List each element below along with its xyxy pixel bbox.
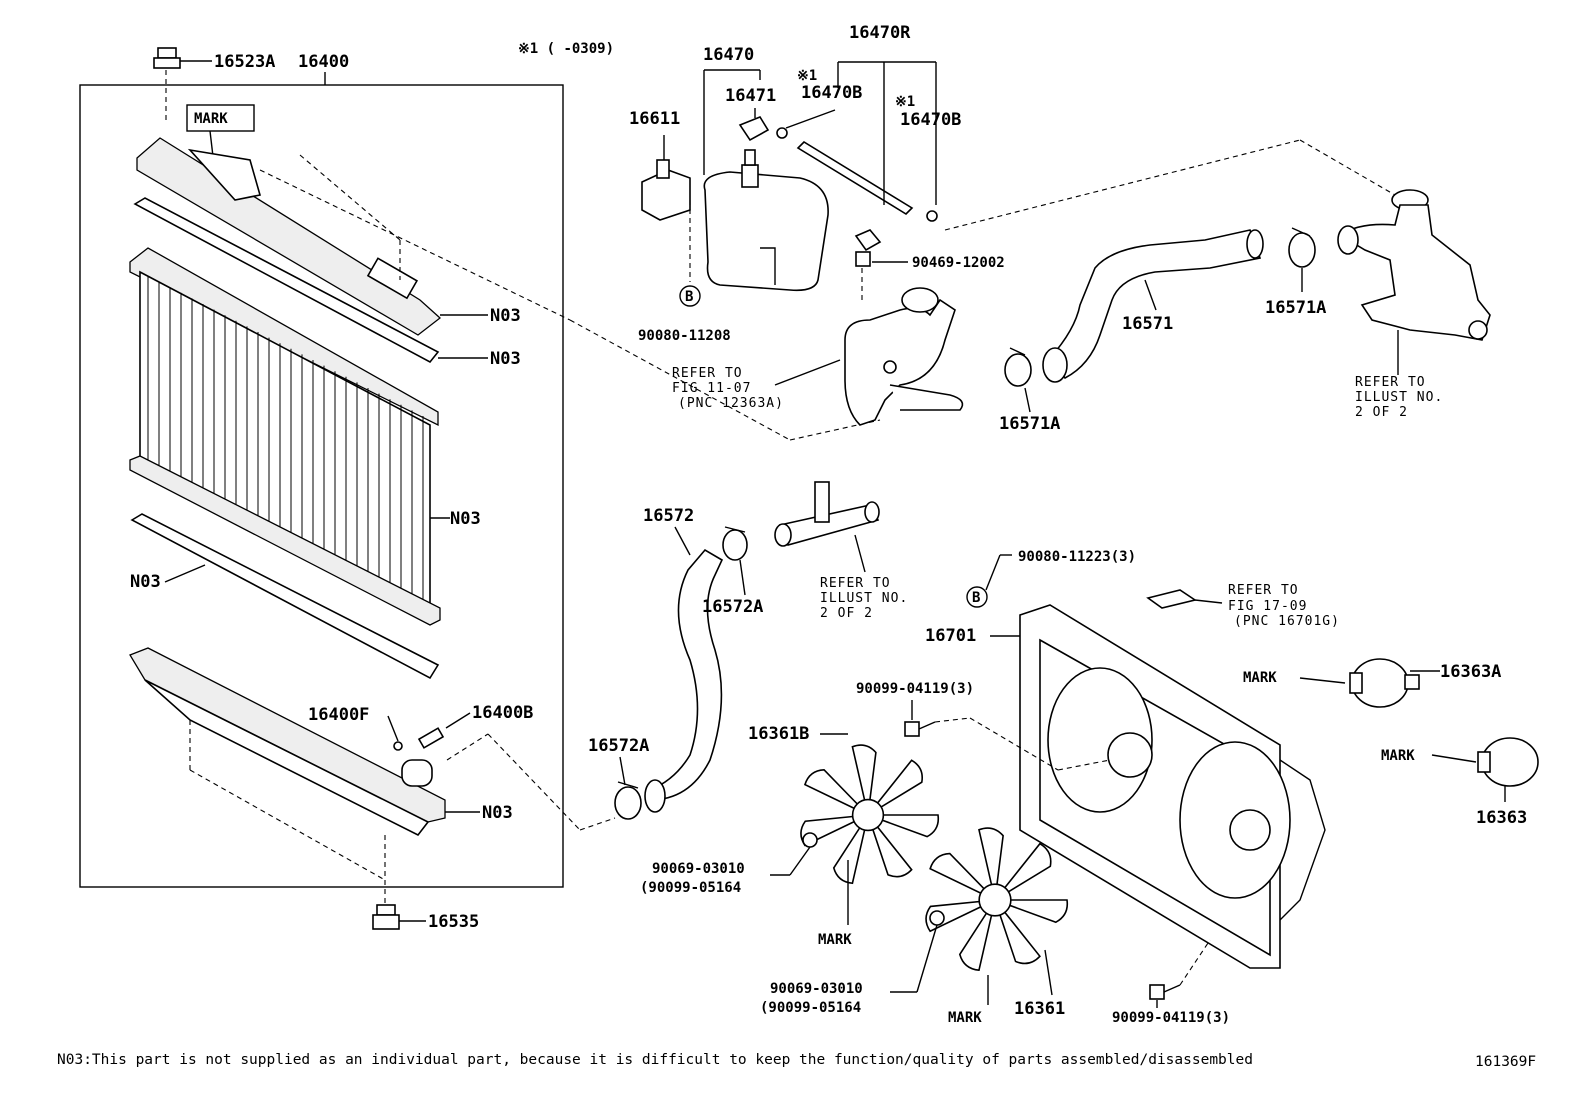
label-refer-fig1107-l1: REFER TO [672,366,743,381]
label-16701: 16701 [925,626,976,646]
label-90469-12002: 90469-12002 [912,255,1005,271]
fan-motor-16363A [1349,658,1420,708]
label-90069-03010-b: 90069-03010 [770,981,863,997]
label-16523A: 16523A [214,52,275,72]
lower-tank [129,647,446,837]
b-circle-b [966,586,988,608]
label-16470B-b: 16470B [900,110,961,130]
clip-90469-12002 [854,229,882,267]
drain-cock-16535 [372,904,426,930]
fan-blade-16361 [925,827,1069,972]
label-90069-03010-a: 90069-03010 [652,861,745,877]
label-b-circle-b: B [972,590,980,606]
footer-note: N03:This part is not supplied as an indi… [57,1052,1253,1068]
label-star-range: ※1 ( -0309) [518,41,614,57]
bolt-90099-04119-b [1149,984,1181,1000]
label-n03-a: N03 [490,306,521,326]
label-refer-illust-a-l2: ILLUST NO. [1355,390,1443,405]
label-mark-motor-a: MARK [1243,670,1277,686]
radiator-cap-16523A [153,47,212,120]
label-star1-b: ※1 [895,94,915,110]
radiator-core [129,247,441,626]
water-outlet [1337,189,1491,341]
label-90099-04119-b: 90099-04119(3) [1112,1010,1230,1026]
label-16571A-b: 16571A [1265,298,1326,318]
upper-hose-16571 [1042,229,1264,383]
label-90080-11208: 90080-11208 [638,328,731,344]
label-16361B: 16361B [748,724,809,744]
label-refer-fig1709-l3: (PNC 16701G) [1234,614,1340,629]
label-16471: 16471 [725,86,776,106]
label-16400: 16400 [298,52,349,72]
nut-90069-03010-b [929,910,945,926]
label-star1-a: ※1 [797,68,817,84]
label-90080-11223: 90080-11223(3) [1018,549,1136,565]
label-n03-e: N03 [482,803,513,823]
footer-code: 161369F [1475,1054,1536,1070]
drain-plug-16400B [387,712,471,751]
fig-17-09-part [1146,589,1197,609]
label-refer-fig1709-l2: FIG 17-09 [1228,599,1307,614]
bracket-16611 [641,159,691,221]
label-16611: 16611 [629,109,680,129]
label-mark-fan-b: MARK [948,1010,982,1026]
label-16572A-b: 16572A [588,736,649,756]
label-refer-illust-b-l2: ILLUST NO. [820,591,908,606]
label-90099-05164-b: (90099-05164 [760,1000,861,1016]
label-n03-b: N03 [490,349,521,369]
upper-gasket [133,197,440,364]
label-refer-illust-b-l1: REFER TO [820,576,891,591]
label-16400F: 16400F [308,705,369,725]
reservoir-tank-16470 [703,149,829,292]
fan-motor-16363 [1477,737,1539,787]
label-90099-04119-a: 90099-04119(3) [856,681,974,697]
b-circle-a [679,285,701,307]
clamp-16571A-lower [1004,347,1032,387]
label-90099-05164-a: (90099-05164 [640,880,741,896]
lower-hose-16572 [644,548,724,813]
label-16470B-a: 16470B [801,83,862,103]
clip-16470B-b [926,210,938,222]
clip-16470B-a [776,127,788,139]
label-refer-illust-a-l1: REFER TO [1355,375,1426,390]
clamp-16572A-lower [614,781,642,820]
mark-box [186,104,255,132]
upper-tank [136,137,442,336]
water-pipe [774,481,880,547]
lower-gasket [130,513,440,680]
bolt-90099-04119-a [904,721,936,737]
radiator-group-frame [79,84,564,888]
label-refer-illust-b-l3: 2 OF 2 [820,606,873,621]
label-16572A-a: 16572A [702,597,763,617]
label-mark-motor-b: MARK [1381,748,1415,764]
clamp-16571A-upper [1288,227,1316,268]
label-refer-fig1107-l3: (PNC 12363A) [678,396,784,411]
label-16363: 16363 [1476,808,1527,828]
label-n03-d: N03 [130,572,161,592]
label-16363A: 16363A [1440,662,1501,682]
label-16571: 16571 [1122,314,1173,334]
label-16470R: 16470R [849,23,911,43]
label-16400B: 16400B [472,703,533,723]
clamp-16572A-upper [722,526,748,561]
label-b-circle-a: B [685,289,693,305]
label-refer-fig1709-l1: REFER TO [1228,583,1299,598]
nut-90069-03010-a [802,832,818,848]
label-16535: 16535 [428,912,479,932]
label-16572: 16572 [643,506,694,526]
fan-blade-16361B [800,744,940,885]
water-inlet-housing [844,287,964,426]
fan-shroud-16701 [1019,604,1326,969]
label-refer-illust-a-l3: 2 OF 2 [1355,405,1408,420]
label-n03-c: N03 [450,509,481,529]
label-mark-fan-a: MARK [818,932,852,948]
label-16361: 16361 [1014,999,1065,1019]
label-16571A-a: 16571A [999,414,1060,434]
reservoir-cap-16471 [738,108,770,142]
label-refer-fig1107-l2: FIG 11-07 [672,381,751,396]
label-16470: 16470 [703,45,754,65]
label-mark-top: MARK [194,111,228,127]
